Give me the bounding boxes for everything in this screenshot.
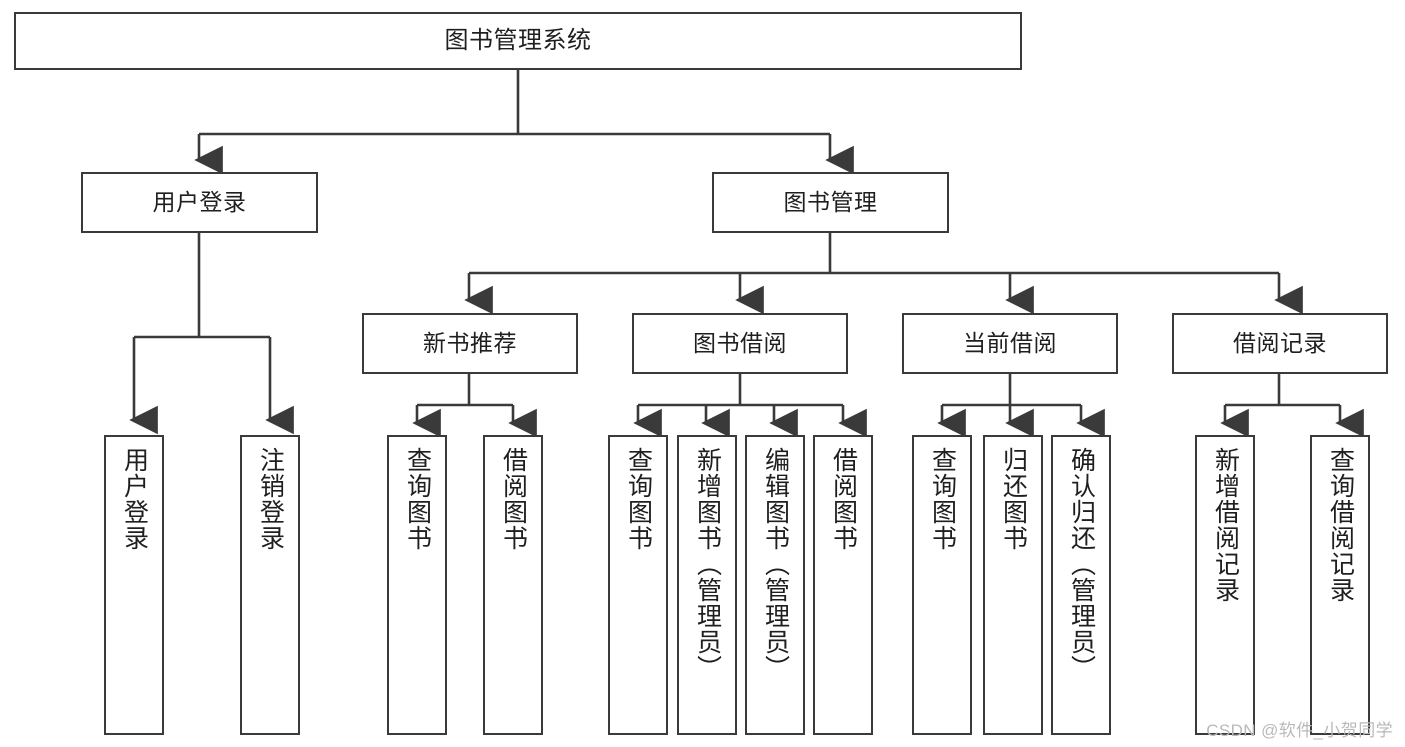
node-label: 借阅记录: [1233, 329, 1327, 356]
node-label: 查询图书: [928, 447, 957, 551]
node-label: 当前借阅: [963, 329, 1057, 356]
leaf-borrow-query-book[interactable]: 查询图书: [608, 435, 668, 735]
leaf-record-query-record[interactable]: 查询借阅记录: [1310, 435, 1370, 735]
watermark-text: CSDN @软件_小贺同学: [1206, 721, 1393, 740]
node-book-borrow[interactable]: 图书借阅: [632, 313, 848, 374]
node-book-management[interactable]: 图书管理: [712, 172, 949, 233]
leaf-borrow-borrow-book[interactable]: 借阅图书: [813, 435, 873, 735]
node-label: 确认归还（管理员）: [1067, 447, 1096, 681]
leaf-current-return-book[interactable]: 归还图书: [983, 435, 1043, 735]
node-user-login[interactable]: 用户登录: [81, 172, 318, 233]
node-root-system[interactable]: 图书管理系统: [14, 12, 1022, 70]
node-label: 图书借阅: [693, 329, 787, 356]
node-label: 用户登录: [120, 447, 149, 551]
leaf-borrow-add-book-admin[interactable]: 新增图书（管理员）: [677, 435, 737, 735]
node-label: 查询借阅记录: [1326, 447, 1355, 603]
node-label: 新书推荐: [423, 329, 517, 356]
node-new-book-recommend[interactable]: 新书推荐: [362, 313, 578, 374]
leaf-newbook-borrow-book[interactable]: 借阅图书: [483, 435, 543, 735]
leaf-user-logout[interactable]: 注销登录: [240, 435, 300, 735]
node-label: 查询图书: [403, 447, 432, 551]
node-label: 借阅图书: [499, 447, 528, 551]
node-label: 查询图书: [624, 447, 653, 551]
node-label: 用户登录: [152, 188, 247, 215]
node-borrow-record[interactable]: 借阅记录: [1172, 313, 1388, 374]
leaf-borrow-edit-book-admin[interactable]: 编辑图书（管理员）: [745, 435, 805, 735]
node-label: 图书管理系统: [444, 26, 592, 54]
leaf-current-query-book[interactable]: 查询图书: [912, 435, 972, 735]
leaf-current-confirm-return-admin[interactable]: 确认归还（管理员）: [1051, 435, 1111, 735]
node-label: 注销登录: [256, 447, 285, 551]
node-label: 编辑图书（管理员）: [761, 447, 790, 681]
leaf-record-add-record[interactable]: 新增借阅记录: [1195, 435, 1255, 735]
leaf-user-login[interactable]: 用户登录: [104, 435, 164, 735]
node-label: 借阅图书: [829, 447, 858, 551]
node-label: 新增图书（管理员）: [693, 447, 722, 681]
node-label: 新增借阅记录: [1211, 447, 1240, 603]
node-label: 归还图书: [999, 447, 1028, 551]
node-label: 图书管理: [783, 188, 878, 215]
leaf-newbook-query-book[interactable]: 查询图书: [387, 435, 447, 735]
node-current-borrow[interactable]: 当前借阅: [902, 313, 1118, 374]
